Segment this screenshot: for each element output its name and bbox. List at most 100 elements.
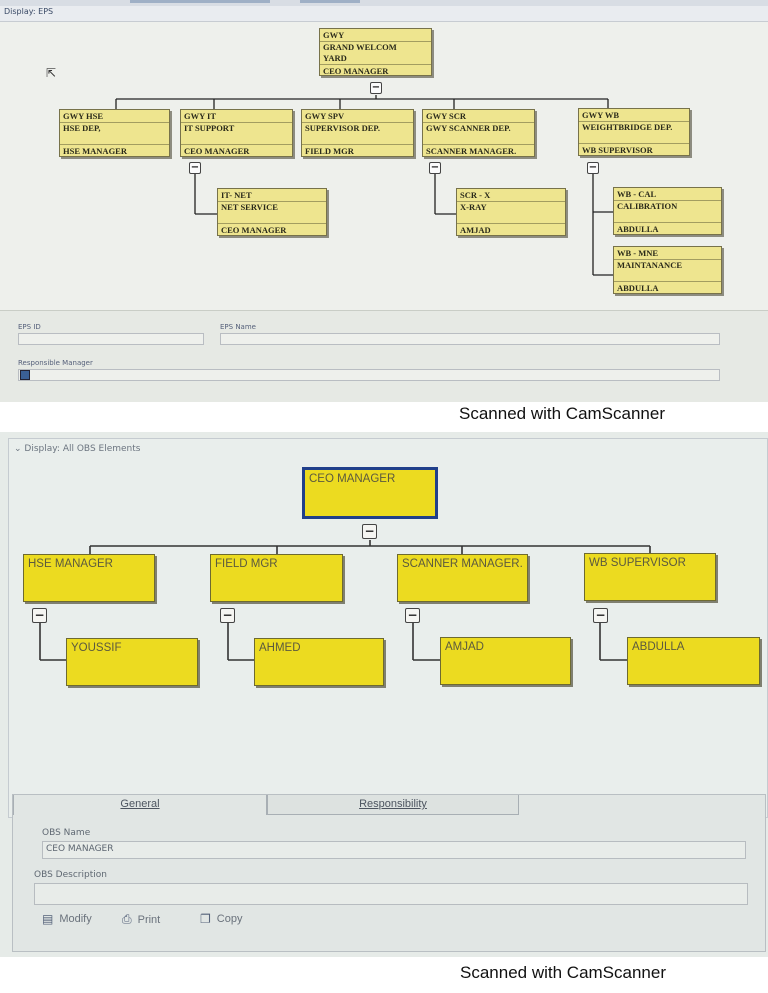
eps-node-code: GWY SPV <box>302 110 413 123</box>
obs-node-ahmed[interactable]: AHMED <box>254 638 384 686</box>
mouse-cursor-icon: ⇱ <box>46 66 57 80</box>
camscanner-watermark-top: Scanned with CamScanner <box>459 404 666 423</box>
eps-node-code: GWY IT <box>181 110 292 123</box>
eps-node-code: GWY WB <box>579 109 689 122</box>
tab-general[interactable]: General <box>13 795 267 815</box>
collapse-wb-button[interactable]: − <box>587 162 599 174</box>
eps-panel-header[interactable]: Display: EPS <box>0 6 768 22</box>
eps-node-manager: ABDULLA <box>617 224 659 234</box>
collapse-hse-button[interactable]: − <box>32 608 47 623</box>
eps-node-code: GWY <box>320 29 431 42</box>
obs-description-label: OBS Description <box>34 870 107 880</box>
eps-node-name: CALIBRATION <box>614 201 721 223</box>
eps-node-name: X-RAY <box>457 202 565 224</box>
eps-node-hse[interactable]: GWY HSE HSE DEP, HSE MANAGER <box>59 109 170 157</box>
collapse-root-button[interactable]: − <box>362 524 377 539</box>
eps-connector-lines <box>115 95 613 276</box>
obs-node-amjad[interactable]: AMJAD <box>440 637 571 685</box>
eps-node-code: SCR - X <box>457 189 565 202</box>
obs-panel: ⌄ Display: All OBS Elements CEO MANAGER … <box>0 432 768 957</box>
obs-name-label: OBS Name <box>42 828 91 838</box>
obs-name-field[interactable]: CEO MANAGER <box>42 841 746 859</box>
copy-icon: ❐ <box>200 912 211 926</box>
tab-responsibility[interactable]: Responsibility <box>267 795 519 815</box>
eps-node-code: WB - MNE <box>614 247 721 260</box>
modify-button[interactable]: ▤ Modify <box>42 912 92 926</box>
eps-id-field[interactable] <box>18 333 204 345</box>
responsible-manager-field[interactable] <box>18 369 720 381</box>
eps-node-scr-x[interactable]: SCR - X X-RAY AMJAD <box>456 188 566 236</box>
collapse-arrow-icon: ⌄ <box>14 444 25 454</box>
obs-node-youssif[interactable]: YOUSSIF <box>66 638 198 686</box>
obs-node-label: CEO MANAGER <box>309 473 396 485</box>
manager-picker-icon[interactable] <box>20 370 30 380</box>
eps-id-label: EPS ID <box>18 323 41 331</box>
eps-node-name: GWY SCANNER DEP. <box>423 123 534 145</box>
eps-node-name: SUPERVISOR DEP. <box>302 123 413 145</box>
eps-name-field[interactable] <box>220 333 720 345</box>
obs-node-hse-manager[interactable]: HSE MANAGER <box>23 554 155 602</box>
collapse-it-button[interactable]: − <box>189 162 201 174</box>
obs-node-label: ABDULLA <box>632 641 685 653</box>
eps-node-scr[interactable]: GWY SCR GWY SCANNER DEP. SCANNER MANAGER… <box>422 109 535 157</box>
eps-node-root[interactable]: GWY GRAND WELCOM YARD CEO MANAGER <box>319 28 432 76</box>
obs-node-scanner-manager[interactable]: SCANNER MANAGER. <box>397 554 528 602</box>
eps-node-manager: CEO MANAGER <box>221 225 287 235</box>
obs-node-field-mgr[interactable]: FIELD MGR <box>210 554 343 602</box>
eps-node-name: WEIGHTBRIDGE DEP. <box>579 122 689 144</box>
eps-node-manager: WB SUPERVISOR <box>582 145 653 155</box>
eps-node-name: MAINTANANCE <box>614 260 721 282</box>
obs-node-label: FIELD MGR <box>215 558 278 570</box>
eps-node-manager: HSE MANAGER <box>63 146 127 156</box>
obs-node-root[interactable]: CEO MANAGER <box>302 467 438 519</box>
eps-node-wb[interactable]: GWY WB WEIGHTBRIDGE DEP. WB SUPERVISOR <box>578 108 690 156</box>
eps-node-code: GWY HSE <box>60 110 169 123</box>
eps-node-it-net[interactable]: IT- NET NET SERVICE CEO MANAGER <box>217 188 327 236</box>
eps-node-spv[interactable]: GWY SPV SUPERVISOR DEP. FIELD MGR <box>301 109 414 157</box>
copy-label: Copy <box>216 913 243 925</box>
obs-panel-header[interactable]: ⌄ Display: All OBS Elements <box>14 444 140 454</box>
copy-button[interactable]: ❐ Copy <box>200 912 242 926</box>
collapse-root-button[interactable]: − <box>370 82 382 94</box>
eps-node-name: IT SUPPORT <box>181 123 292 145</box>
eps-node-code: IT- NET <box>218 189 326 202</box>
collapse-scr-button[interactable]: − <box>429 162 441 174</box>
obs-node-abdulla[interactable]: ABDULLA <box>627 637 760 685</box>
eps-node-name: NET SERVICE <box>218 202 326 224</box>
modify-label: Modify <box>59 913 92 925</box>
eps-node-wb-cal[interactable]: WB - CAL CALIBRATION ABDULLA <box>613 187 722 235</box>
eps-node-name: HSE DEP, <box>60 123 169 145</box>
modify-icon: ▤ <box>42 912 54 926</box>
obs-header-label: Display: All OBS Elements <box>24 444 141 454</box>
obs-detail-area: General Responsibility <box>12 794 766 952</box>
eps-node-it[interactable]: GWY IT IT SUPPORT CEO MANAGER <box>180 109 293 157</box>
eps-node-code: GWY SCR <box>423 110 534 123</box>
eps-node-wb-mne[interactable]: WB - MNE MAINTANANCE ABDULLA <box>613 246 722 294</box>
collapse-scanner-button[interactable]: − <box>405 608 420 623</box>
obs-name-value: CEO MANAGER <box>46 844 114 854</box>
obs-description-field[interactable] <box>34 883 748 905</box>
obs-node-label: HSE MANAGER <box>28 558 113 570</box>
obs-node-wb-supervisor[interactable]: WB SUPERVISOR <box>584 553 716 601</box>
window-top-bar <box>0 0 768 6</box>
eps-name-label: EPS Name <box>220 323 256 331</box>
obs-connector-lines <box>39 540 651 661</box>
camscanner-watermark-bottom: Scanned with CamScanner <box>460 963 667 982</box>
print-button[interactable]: ⎙Print <box>122 912 160 927</box>
eps-node-manager: CEO MANAGER <box>184 146 250 156</box>
obs-node-label: YOUSSIF <box>71 642 122 654</box>
eps-detail-form: EPS ID EPS Name Responsible Manager <box>0 310 768 402</box>
eps-node-code: WB - CAL <box>614 188 721 201</box>
responsible-manager-label: Responsible Manager <box>18 359 93 367</box>
print-label: Print <box>137 913 161 926</box>
collapse-field-button[interactable]: − <box>220 608 235 623</box>
eps-node-manager: ABDULLA <box>617 283 659 293</box>
obs-node-label: SCANNER MANAGER. <box>402 558 523 570</box>
eps-panel: Display: EPS ⇱ GWY GRAND WELCOM YARD CEO… <box>0 0 768 402</box>
eps-node-manager: CEO MANAGER <box>323 66 389 76</box>
obs-node-label: WB SUPERVISOR <box>589 557 686 569</box>
collapse-wb-button[interactable]: − <box>593 608 608 623</box>
obs-node-label: AHMED <box>259 642 301 654</box>
obs-node-label: AMJAD <box>445 641 484 653</box>
eps-node-manager: SCANNER MANAGER. <box>426 146 517 156</box>
